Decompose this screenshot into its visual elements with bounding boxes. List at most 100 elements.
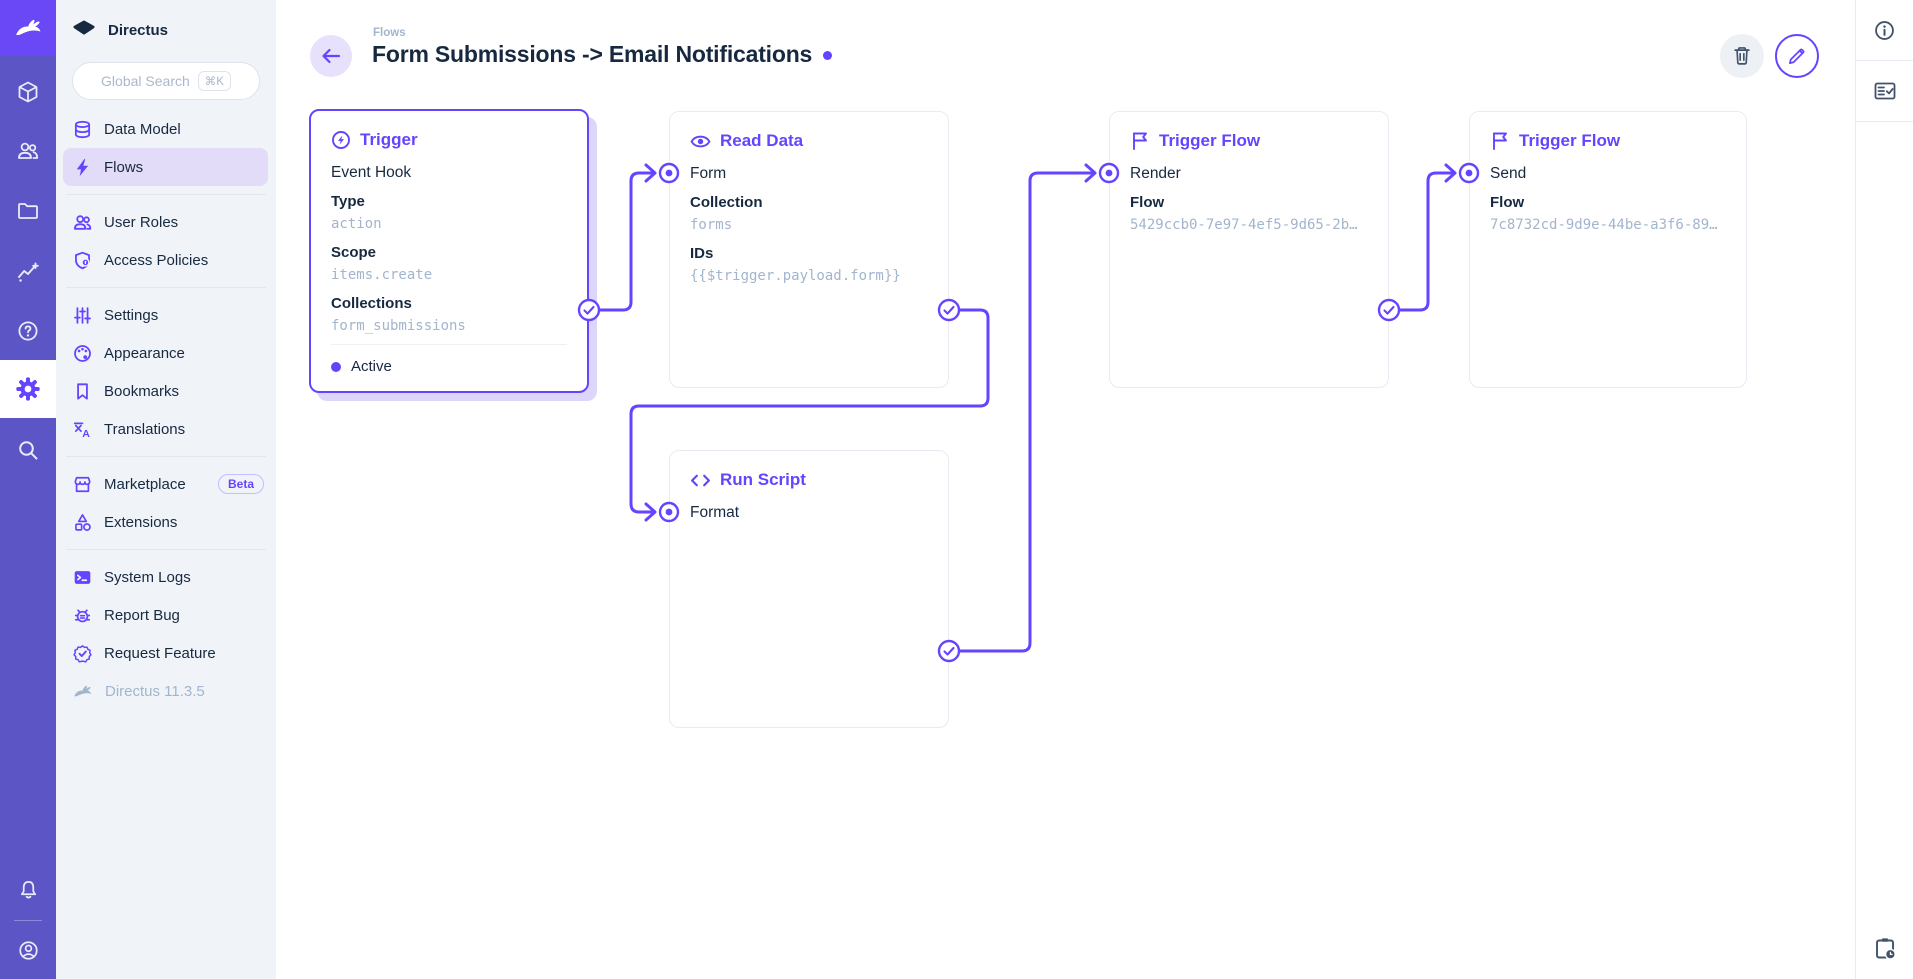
sidebar-item-label: User Roles [104,213,179,231]
panel-name: Format [690,504,740,521]
module-search[interactable] [0,421,56,479]
trigger-bolt-icon [332,131,350,149]
panel-field: Collection forms [690,194,763,233]
panel-trigger-flow-send[interactable]: Trigger Flow Send Flow 7c8732cd-9d9e-44b… [1469,111,1747,388]
panel-field: Collections form_submissions [331,295,466,334]
sidebar-item-report-bug[interactable]: Report Bug [56,596,276,634]
sidebar-item-extensions[interactable]: Extensions [56,503,276,541]
info-sidebar-button[interactable] [1856,0,1913,61]
flow-status: Active [331,344,567,375]
cube-icon [18,81,38,103]
panel-name: Form [690,165,727,182]
panel-header: Read Data [690,128,928,154]
panel-run-script[interactable]: Run Script Format [669,450,949,728]
module-bar [0,0,56,979]
sidebar-item-bookmarks[interactable]: Bookmarks [56,372,276,410]
sidebar-item-label: Bookmarks [104,382,180,400]
fact-check-sidebar-button[interactable] [1856,61,1913,122]
sidebar-item-request-feature[interactable]: Request Feature [56,634,276,672]
search-icon [19,441,38,460]
panel-field: Flow 5429ccb0-7e97-4ef5-9d65-2b… [1130,194,1358,233]
sidebar-item-system-logs[interactable]: System Logs [56,558,276,596]
folder-icon [18,203,38,219]
shield-lock-icon [72,250,92,270]
module-bar-divider [14,920,42,921]
flag-icon [1133,132,1147,150]
sidebar-item-marketplace[interactable]: Marketplace Beta [56,465,276,503]
pending-actions-button[interactable] [1856,918,1913,979]
panel-trigger-flow-render[interactable]: Trigger Flow Render Flow 5429ccb0-7e97-4… [1109,111,1389,388]
right-sidebar [1855,0,1913,979]
sidebar-item-label: Access Policies [104,251,209,269]
project-logo-icon [73,20,95,35]
trash-icon [1734,47,1750,65]
database-icon [72,119,92,139]
module-help[interactable] [0,302,56,360]
rabbit-logo-icon [16,19,41,36]
sidebar-item-label: Request Feature [104,644,216,662]
sidebar-item-label: Data Model [104,120,181,138]
palette-icon [72,343,92,363]
users-icon [18,142,39,159]
sidebar-item-user-roles[interactable]: User Roles [56,203,276,241]
navigation-sidebar: Directus Global Search ⌘K Data Model Flo… [56,0,276,979]
nav-divider [66,287,266,288]
project-name: Directus [108,21,169,39]
panel-read-data[interactable]: Read Data Form Collection forms IDs {{$t… [669,111,949,388]
sidebar-item-label: Settings [104,306,159,324]
module-users[interactable] [0,122,56,180]
pending-actions-icon [1875,937,1896,960]
directus-logo[interactable] [0,0,56,56]
app-version: Directus 11.3.5 [56,672,276,710]
notifications-button[interactable] [0,860,56,918]
gear-icon [16,377,40,401]
module-files[interactable] [0,182,56,240]
panel-header: Trigger Flow [1490,128,1726,154]
panel-title: Read Data [720,131,804,150]
module-content[interactable] [0,63,56,121]
panel-trigger[interactable]: Trigger Event Hook Type action Scope ite… [309,109,589,393]
bell-icon [20,880,36,898]
account-button[interactable] [0,921,56,979]
verified-check-icon [72,643,92,663]
sidebar-item-settings[interactable]: Settings [56,296,276,334]
fact-check-icon [1874,82,1895,100]
panel-field: Type action [331,193,382,232]
status-label: Active [351,358,392,375]
sidebar-item-access-policies[interactable]: Access Policies [56,241,276,279]
sidebar-item-label: Translations [104,420,186,438]
sidebar-item-data-model[interactable]: Data Model [56,110,276,148]
account-circle-icon [18,940,38,960]
terminal-icon [72,567,92,587]
sidebar-item-label: Marketplace [104,475,186,493]
pencil-icon [1788,48,1805,65]
active-dot [331,361,341,372]
insights-icon [18,262,39,282]
sidebar-item-appearance[interactable]: Appearance [56,334,276,372]
delete-flow-button[interactable] [1720,34,1764,78]
translate-icon: A [72,419,92,439]
search-shortcut-badge: ⌘K [197,71,231,91]
edit-flow-button[interactable] [1775,34,1819,78]
rabbit-logo-gray-icon [74,685,92,696]
nav-divider [66,456,266,457]
sidebar-item-flows[interactable]: Flows [63,148,268,186]
project-header[interactable]: Directus [56,0,276,50]
panel-field: Scope items.create [331,244,433,283]
module-insights[interactable] [0,243,56,301]
title-row: Form Submissions -> Email Notifications [372,41,833,68]
sidebar-item-translations[interactable]: A Translations [56,410,276,448]
panel-name: Render [1130,165,1181,182]
nav-divider [66,549,266,550]
bookmark-icon [72,381,92,401]
breadcrumb[interactable]: Flows [373,27,406,39]
sidebar-item-label: Appearance [104,344,185,362]
code-icon [690,474,711,486]
back-button[interactable] [310,35,352,77]
eye-icon [690,135,711,147]
sliders-icon [72,305,92,325]
global-search-input[interactable]: Global Search ⌘K [72,62,260,100]
module-settings[interactable] [0,360,56,418]
panel-header: Trigger [331,127,567,153]
